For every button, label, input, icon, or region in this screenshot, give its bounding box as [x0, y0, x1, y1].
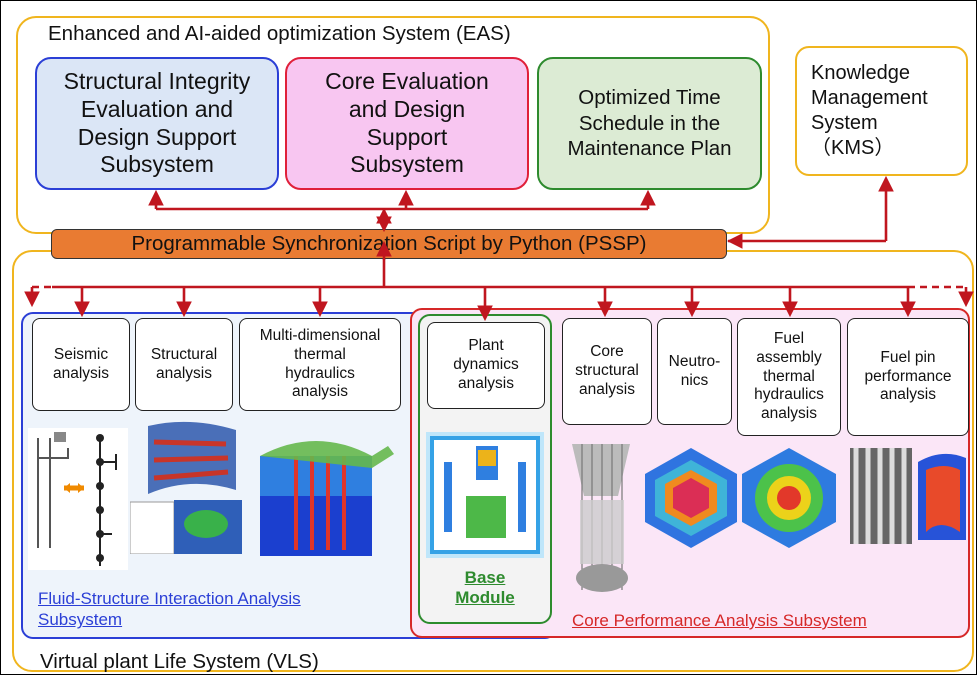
neutronics-box: Neutro- nics — [657, 318, 732, 425]
fuel-pin-temperature-image — [918, 453, 966, 540]
structural-fem-image — [130, 421, 242, 554]
knowledge-management-system: Knowledge Management System （KMS） — [795, 46, 968, 176]
core-structural-analysis-box: Core structural analysis — [562, 318, 652, 425]
thermal-hydraulics-analysis-box: Multi-dimensional thermal hydraulics ana… — [239, 318, 401, 411]
fuel-assembly-temperature-image — [742, 448, 836, 548]
fuel-pin-wire-image — [850, 448, 912, 544]
fuel-assembly-thermal-hydraulics-box: Fuel assembly thermal hydraulics analysi… — [737, 318, 841, 436]
fsi-subsystem-label: Fluid-Structure Interaction Analysis Sub… — [38, 589, 301, 630]
core-performance-subsystem-label: Core Performance Analysis Subsystem — [572, 611, 867, 630]
maintenance-schedule-subsystem: Optimized Time Schedule in the Maintenan… — [537, 57, 762, 190]
neutronics-core-map-image — [645, 448, 737, 548]
structural-analysis-box: Structural analysis — [135, 318, 233, 411]
fuel-pin-performance-box: Fuel pin performance analysis — [847, 318, 969, 436]
plant-dynamics-image — [426, 432, 544, 558]
core-structure-image — [572, 444, 630, 592]
plant-dynamics-analysis-box: Plant dynamics analysis — [427, 322, 545, 409]
thermal-hydraulics-image — [260, 441, 394, 556]
structural-integrity-subsystem: Structural Integrity Evaluation and Desi… — [35, 57, 279, 190]
core-evaluation-subsystem: Core Evaluation and Design Support Subsy… — [285, 57, 529, 190]
base-module-label: Base Module — [455, 568, 515, 608]
eas-title: Enhanced and AI-aided optimization Syste… — [48, 22, 511, 45]
seismic-analysis-box: Seismic analysis — [32, 318, 130, 411]
vls-title: Virtual plant Life System (VLS) — [40, 650, 319, 673]
spring-mass-model-image — [96, 434, 117, 566]
seismic-model-image — [28, 428, 128, 570]
